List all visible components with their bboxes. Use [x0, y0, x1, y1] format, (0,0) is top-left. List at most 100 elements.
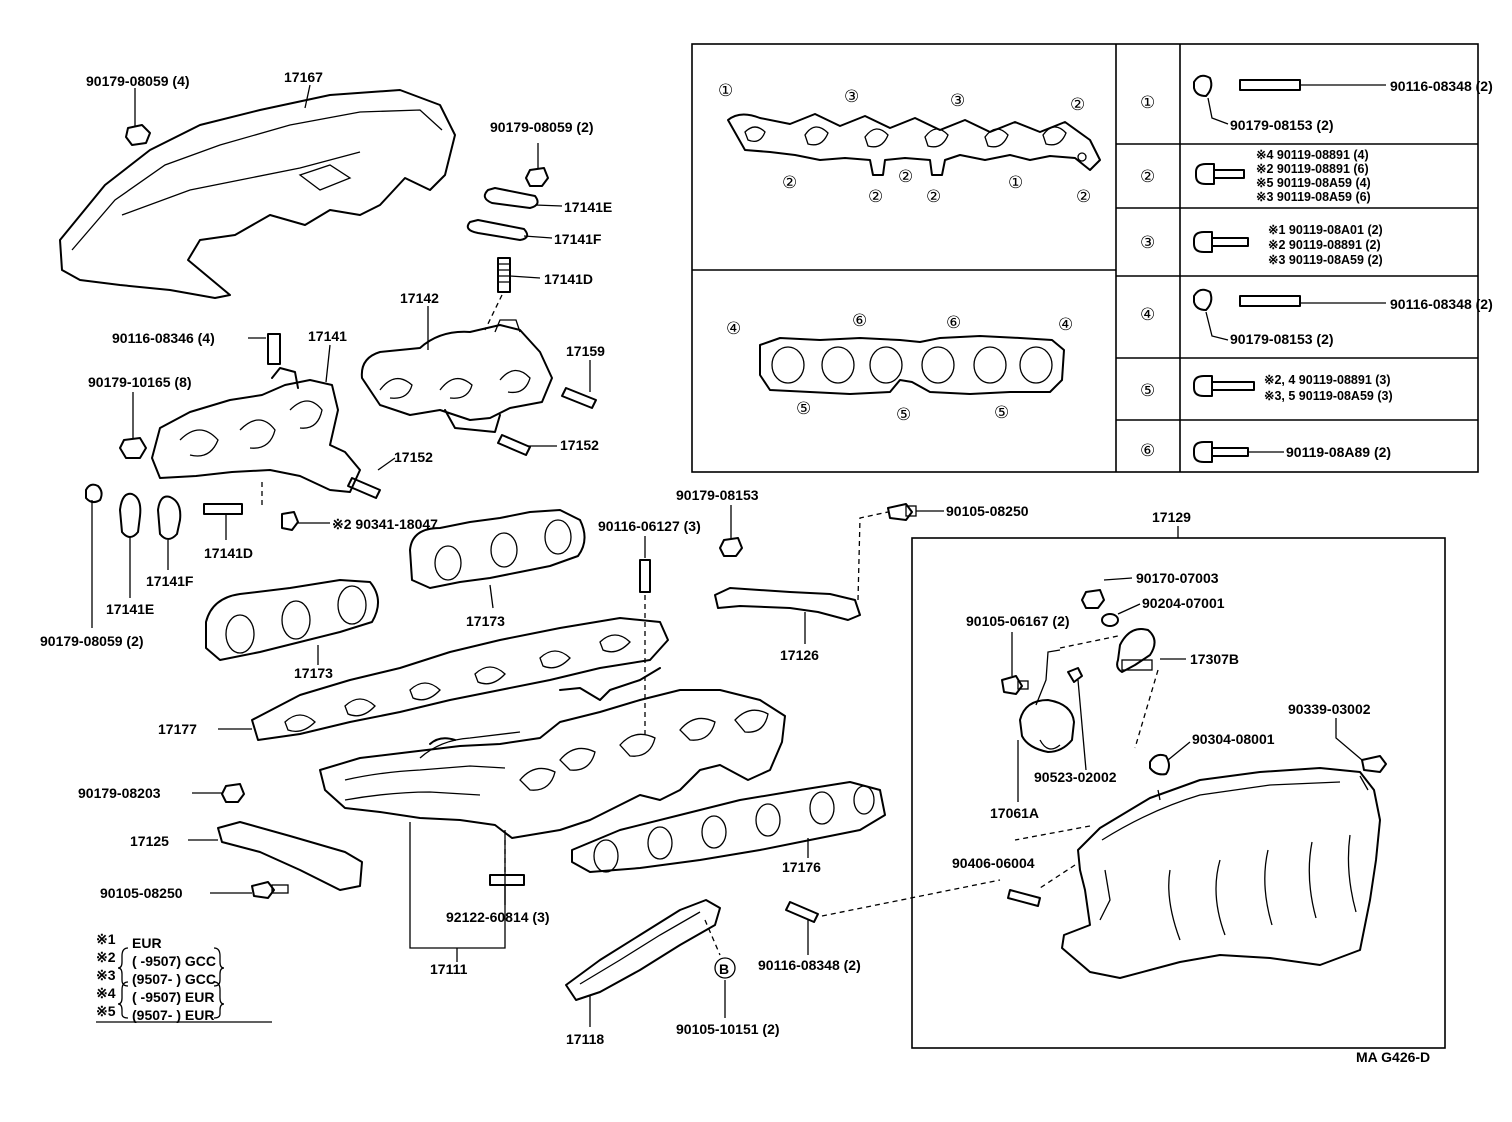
- part-label[interactable]: 17152: [560, 437, 599, 453]
- part-label[interactable]: 90179-08059 (2): [40, 633, 144, 649]
- dashed-line: [1014, 825, 1091, 841]
- part-label[interactable]: 17307B: [1190, 651, 1239, 667]
- part-label[interactable]: 90116-08348 (2): [758, 957, 861, 973]
- stay-17118[interactable]: [565, 899, 721, 1001]
- gasket-17177[interactable]: [251, 617, 669, 741]
- table-line: 90179-08153 (2): [1230, 331, 1334, 347]
- actuator-17061A[interactable]: [1019, 649, 1075, 753]
- part-label[interactable]: 17167: [284, 69, 323, 85]
- stud-17152-right[interactable]: [497, 434, 531, 456]
- part-label[interactable]: 90170-07003: [1136, 570, 1219, 586]
- plug-90339-03002[interactable]: [1361, 755, 1387, 773]
- part-label[interactable]: 17141: [308, 328, 347, 344]
- clip-90523-02002[interactable]: [1067, 667, 1083, 683]
- grommet-90304-08001[interactable]: [1149, 753, 1170, 776]
- part-label[interactable]: 17126: [780, 647, 819, 663]
- part-label[interactable]: 17141D: [544, 271, 593, 287]
- part-label[interactable]: 90179-08059 (2): [490, 119, 594, 135]
- part-label[interactable]: 90116-08346 (4): [112, 330, 215, 346]
- part-label[interactable]: 90523-02002: [1034, 769, 1117, 785]
- bolt-90105-08250-top[interactable]: [887, 503, 917, 521]
- part-label[interactable]: 90179-08059 (4): [86, 73, 190, 89]
- bolt-90105-06167[interactable]: [1001, 675, 1029, 695]
- part-label[interactable]: 17125: [130, 833, 169, 849]
- table-key: ④: [1140, 305, 1155, 324]
- heat-insulator-17167[interactable]: [59, 89, 456, 299]
- part-label[interactable]: 90179-08203: [78, 785, 161, 801]
- stay-17126[interactable]: [714, 587, 861, 621]
- part-label[interactable]: 17141F: [146, 573, 194, 589]
- nut-90179-08059-top[interactable]: [125, 124, 151, 146]
- marker: ④: [1058, 315, 1073, 334]
- table-line: ※4 90119-08891 (4): [1256, 148, 1369, 162]
- part-label[interactable]: 90339-03002: [1288, 701, 1371, 717]
- part-label[interactable]: 90105-08250: [100, 885, 183, 901]
- part-label[interactable]: 90406-06004: [952, 855, 1035, 871]
- nut-90170-07003[interactable]: [1081, 589, 1105, 609]
- part-label[interactable]: 17111: [430, 961, 468, 977]
- part-label[interactable]: 17173: [294, 665, 333, 681]
- nut-90179-08203[interactable]: [221, 783, 245, 803]
- part-label[interactable]: 90116-06127 (3): [598, 518, 701, 534]
- part-label[interactable]: 17173: [466, 613, 505, 629]
- nut-90179-10165[interactable]: [119, 437, 147, 459]
- part-label[interactable]: ※2 90341-18047: [332, 516, 438, 532]
- part-label[interactable]: 90105-08250: [946, 503, 1029, 519]
- legend-text: EUR: [132, 935, 162, 951]
- part-label[interactable]: 17141E: [106, 601, 154, 617]
- part-label[interactable]: 17176: [782, 859, 821, 875]
- intake-manifold-17111[interactable]: [319, 667, 786, 839]
- gasket-17173-upper[interactable]: [409, 509, 586, 589]
- part-label[interactable]: 17152: [394, 449, 433, 465]
- gasket-17176[interactable]: [571, 781, 886, 873]
- washer-90204-07001[interactable]: [1101, 613, 1119, 627]
- nut-90179-08059-left[interactable]: [85, 483, 103, 504]
- table-line: ※2 90119-08891 (6): [1256, 162, 1369, 176]
- marker: ⑥: [946, 313, 961, 332]
- stud-17141D[interactable]: [497, 257, 511, 293]
- part-label[interactable]: 90204-07001: [1142, 595, 1225, 611]
- stud-92122-60814[interactable]: [489, 874, 525, 886]
- stud-90116-08346[interactable]: [267, 333, 281, 365]
- part-label[interactable]: 17129: [1152, 509, 1191, 525]
- stud-17152-left[interactable]: [347, 477, 381, 499]
- exhaust-manifold-17141[interactable]: [151, 367, 361, 493]
- part-label[interactable]: 17159: [566, 343, 605, 359]
- stay-17125[interactable]: [217, 821, 363, 891]
- stud-17159[interactable]: [561, 387, 597, 409]
- nut-90179-08153[interactable]: [719, 537, 743, 557]
- marker: ②: [782, 173, 797, 192]
- link-17307B[interactable]: [1116, 628, 1156, 673]
- part-label[interactable]: 90304-08001: [1192, 731, 1275, 747]
- part-label[interactable]: 17141E: [564, 199, 612, 215]
- part-label[interactable]: 17118: [566, 1031, 604, 1047]
- part-label[interactable]: 90105-06167 (2): [966, 613, 1070, 629]
- intake-chamber-17129[interactable]: [1061, 767, 1381, 979]
- marker: ②: [1076, 187, 1091, 206]
- gasket-17141E-left[interactable]: [119, 492, 142, 538]
- part-label[interactable]: 17061A: [990, 805, 1039, 821]
- part-label[interactable]: 90179-08153: [676, 487, 759, 503]
- stud-90406-06004[interactable]: [1007, 889, 1041, 907]
- bolt-90105-08250-bottom[interactable]: [251, 881, 289, 899]
- gasket-17141E[interactable]: [483, 187, 539, 209]
- dashed-line: [1059, 635, 1119, 649]
- part-label[interactable]: 17142: [400, 290, 439, 306]
- gasket-17141F[interactable]: [466, 219, 529, 241]
- part-label[interactable]: 17141F: [554, 231, 602, 247]
- plug-90341-18047[interactable]: [281, 511, 299, 531]
- part-label[interactable]: 17177: [158, 721, 197, 737]
- part-label[interactable]: 17141D: [204, 545, 253, 561]
- stud-17141D-left[interactable]: [203, 503, 243, 515]
- marker: ⑤: [994, 403, 1009, 422]
- nut-90179-08059-2[interactable]: [525, 167, 549, 187]
- exhaust-manifold-17142[interactable]: [360, 319, 553, 433]
- gasket-17141F-left[interactable]: [157, 495, 182, 540]
- part-label[interactable]: 90105-10151 (2): [676, 1021, 780, 1037]
- diagram-code: MA G426-D: [1356, 1049, 1430, 1065]
- stud-90116-06127[interactable]: [639, 559, 651, 593]
- part-label[interactable]: 92122-60814 (3): [446, 909, 550, 925]
- gasket-17173-lower[interactable]: [205, 579, 379, 661]
- stud-90116-08348[interactable]: [785, 901, 819, 923]
- part-label[interactable]: 90179-10165 (8): [88, 374, 192, 390]
